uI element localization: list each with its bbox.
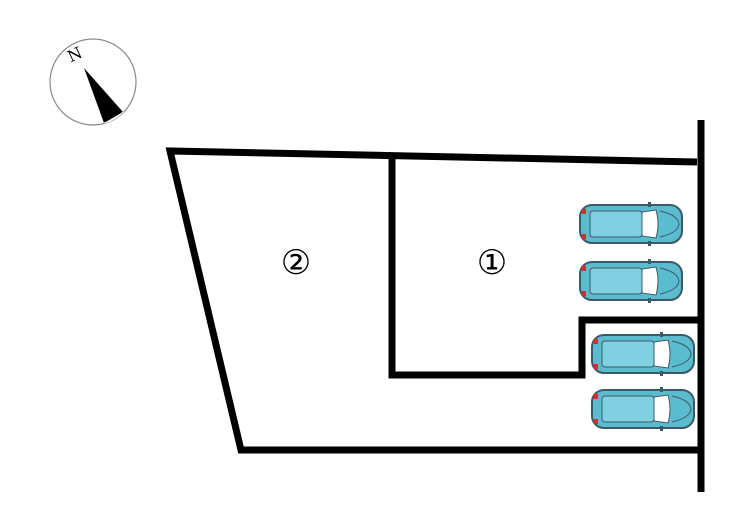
north-arrow-icon [84,68,123,123]
car-icon [579,258,683,304]
car-icon [591,331,695,377]
property-boundary [165,120,705,492]
lot-1-boundary [388,158,701,379]
lot-2-label: ② [281,243,311,283]
compass: N [49,38,137,126]
lot-1-label: ① [477,243,507,283]
car-icon [591,386,695,432]
outer-boundary [165,147,701,454]
car-icon [579,201,683,247]
